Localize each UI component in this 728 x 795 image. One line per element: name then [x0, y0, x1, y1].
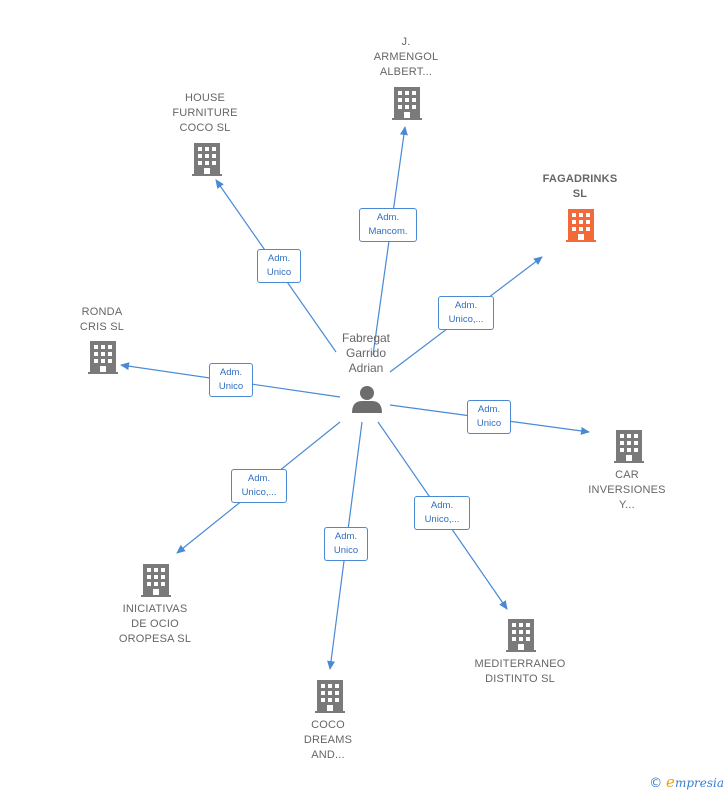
- company-label-coco-dreams[interactable]: COCO DREAMS AND...: [303, 719, 353, 761]
- brand-logo-text: mpresia: [674, 776, 724, 790]
- company-label-fagadrinks[interactable]: FAGADRINKS SL: [542, 173, 618, 200]
- building-icon-armengol[interactable]: [392, 87, 422, 120]
- person-icon: [352, 386, 382, 413]
- role-badge-ronda-cris: Adm. Unico: [209, 363, 253, 397]
- copyright-symbol: ©: [649, 776, 663, 791]
- building-icon-fagadrinks[interactable]: [566, 209, 596, 242]
- brand-logo-initial: e: [666, 773, 675, 791]
- building-icon-mediterraneo[interactable]: [506, 619, 536, 652]
- company-label-car-inversiones[interactable]: CAR INVERSIONES Y...: [588, 469, 666, 511]
- building-icon-coco-dreams[interactable]: [315, 680, 345, 713]
- role-badge-house-furniture: Adm. Unico: [257, 249, 301, 283]
- building-icon-iniciativas[interactable]: [141, 564, 171, 597]
- role-badge-fagadrinks: Adm. Unico,...: [438, 296, 494, 330]
- company-label-iniciativas[interactable]: INICIATIVAS DE OCIO OROPESA SL: [118, 603, 192, 645]
- building-icon-car-inversiones[interactable]: [614, 430, 644, 463]
- role-badge-iniciativas: Adm. Unico,...: [231, 469, 287, 503]
- company-label-armengol[interactable]: J. ARMENGOL ALBERT...: [373, 36, 439, 78]
- company-label-house-furniture[interactable]: HOUSE FURNITURE COCO SL: [172, 92, 238, 134]
- role-badge-coco-dreams: Adm. Unico: [324, 527, 368, 561]
- company-label-mediterraneo[interactable]: MEDITERRANEO DISTINTO SL: [474, 658, 566, 685]
- building-icon-ronda-cris[interactable]: [88, 341, 118, 374]
- building-icon-house-furniture[interactable]: [192, 143, 222, 176]
- role-badge-armengol: Adm. Mancom.: [359, 208, 417, 242]
- company-label-ronda-cris[interactable]: RONDA CRIS SL: [79, 306, 125, 333]
- copyright-footer: © empresia: [649, 773, 724, 791]
- role-badge-mediterraneo: Adm. Unico,...: [414, 496, 470, 530]
- center-person-label[interactable]: Fabregat Garrido Adrian: [341, 331, 391, 375]
- role-badge-car-inversiones: Adm. Unico: [467, 400, 511, 434]
